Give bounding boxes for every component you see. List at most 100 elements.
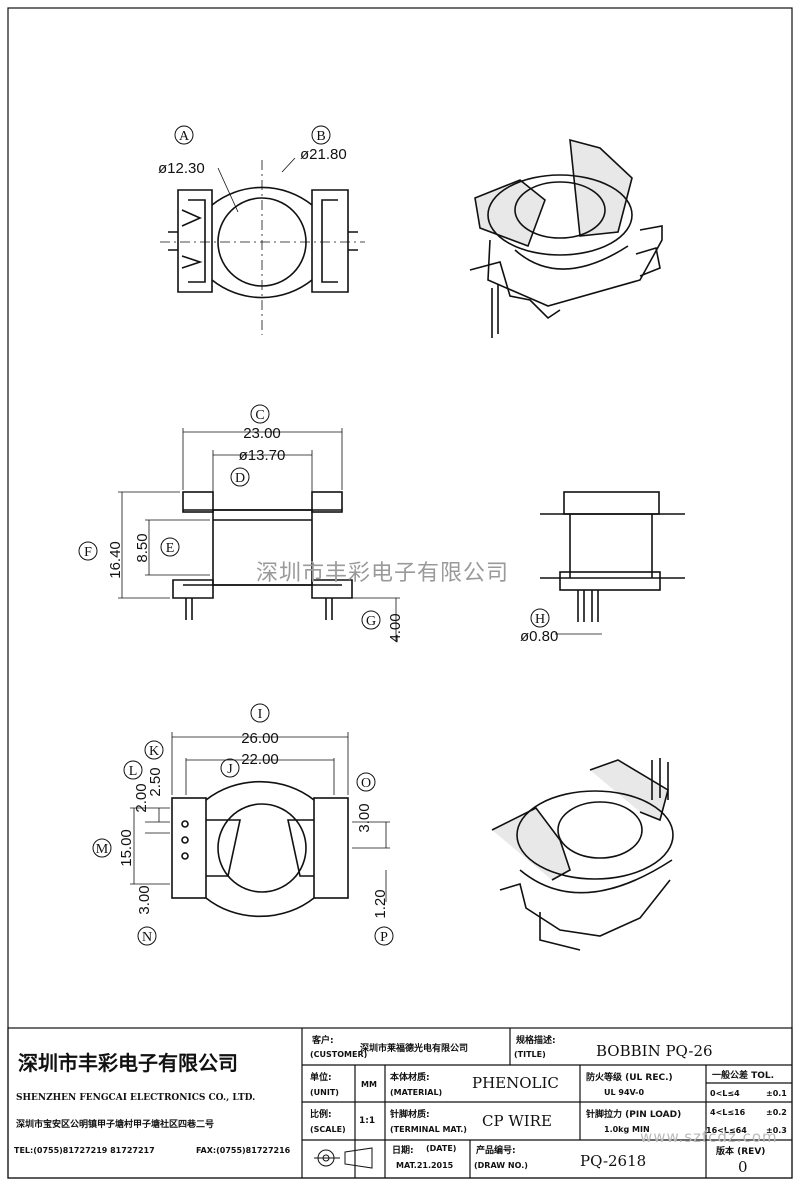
tol-value-2: ±0.3: [766, 1126, 787, 1135]
label-j: J: [220, 758, 240, 778]
tol-title: 一般公差 TOL.: [712, 1071, 775, 1081]
projection-symbol: [314, 1147, 373, 1169]
label-c: C: [250, 404, 270, 424]
drawno-label-en: (DRAW NO.): [474, 1161, 528, 1170]
side-view: [172, 491, 353, 620]
drawno-value: PQ-2618: [580, 1152, 647, 1170]
scale-label-en: (SCALE): [310, 1125, 346, 1134]
svg-text:E: E: [166, 541, 175, 556]
label-d: D: [230, 467, 250, 487]
label-m: M: [92, 838, 112, 858]
svg-text:O: O: [361, 776, 371, 791]
company-fax: FAX:(0755)81727216: [196, 1146, 291, 1155]
label-a: A: [174, 125, 194, 145]
date-value: MAT.21.2015: [396, 1161, 454, 1170]
tol-range-1: 4<L≤16: [710, 1108, 746, 1117]
svg-text:H: H: [535, 612, 545, 627]
dim-b: ø21.80: [300, 146, 347, 163]
label-i: I: [250, 703, 270, 723]
dim-a: ø12.30: [158, 160, 205, 177]
unit-label-en: (UNIT): [310, 1088, 339, 1097]
svg-text:C: C: [255, 408, 264, 423]
iso-view-top: [469, 138, 663, 338]
svg-text:N: N: [142, 930, 152, 945]
tol-range-2: 16<L≤64: [706, 1126, 747, 1135]
date-label-cn: 日期:: [392, 1146, 414, 1156]
unit-label-cn: 单位:: [310, 1073, 332, 1083]
terminal-label-en: (TERMINAL MAT.): [390, 1125, 467, 1134]
svg-text:F: F: [84, 545, 92, 560]
material-label-cn: 本体材质:: [390, 1073, 430, 1083]
company-address: 深圳市宝安区公明镇甲子塘村甲子塘社区四巷二号: [16, 1120, 215, 1130]
watermark: 深圳市丰彩电子有限公司: [256, 561, 509, 586]
terminal-value: CP WIRE: [482, 1112, 552, 1130]
svg-text:L: L: [129, 764, 138, 779]
material-label-en: (MATERIAL): [390, 1088, 443, 1097]
sheet-border: [7, 7, 793, 1179]
company-name-cn: 深圳市丰彩电子有限公司: [18, 1051, 238, 1075]
dim-p: 1.20: [372, 889, 389, 918]
side-view-right: [540, 491, 685, 622]
tol-value-1: ±0.2: [766, 1108, 787, 1117]
dim-o: 3.00: [356, 803, 373, 832]
label-g: G: [361, 610, 381, 630]
dim-n: 3.00: [136, 885, 153, 914]
title-label-en: (TITLE): [514, 1050, 546, 1059]
label-f: F: [78, 541, 98, 561]
date-label-en: (DATE): [426, 1144, 457, 1153]
label-n: N: [137, 926, 157, 946]
company-tel: TEL:(0755)81727219 81727217: [14, 1146, 155, 1155]
label-l: L: [123, 760, 143, 780]
dim-c: 23.00: [243, 425, 281, 442]
pin-load-value: 1.0kg MIN: [604, 1125, 650, 1134]
rev-value: 0: [738, 1158, 748, 1176]
svg-text:K: K: [149, 744, 159, 759]
drawno-label-cn: 产品编号:: [476, 1146, 516, 1156]
label-h: H: [530, 608, 550, 628]
bottom-view: [171, 780, 349, 918]
tol-value-0: ±0.1: [766, 1089, 787, 1098]
flame-value: UL 94V-0: [604, 1088, 645, 1097]
dim-j: 22.00: [241, 751, 279, 768]
dim-h: ø0.80: [520, 628, 558, 645]
dim-k: 2.50: [147, 767, 164, 796]
pin-load-label: 针脚拉力 (PIN LOAD): [586, 1110, 682, 1120]
scale-value: 1:1: [359, 1116, 376, 1126]
dim-l: 2.00: [133, 783, 150, 812]
flame-label: 防火等级 (UL REC.): [586, 1073, 673, 1083]
label-b: B: [311, 125, 331, 145]
dim-i: 26.00: [241, 730, 279, 747]
dim-e: 8.50: [134, 533, 151, 562]
company-name-en: SHENZHEN FENGCAI ELECTRONICS CO., LTD.: [16, 1093, 256, 1103]
label-k: K: [144, 740, 164, 760]
svg-text:J: J: [227, 762, 233, 777]
top-view: [168, 186, 358, 299]
material-value: PHENOLIC: [472, 1074, 559, 1092]
dim-m: 15.00: [118, 829, 135, 867]
svg-text:G: G: [366, 614, 376, 629]
svg-text:P: P: [380, 930, 388, 945]
terminal-label-cn: 针脚材质:: [390, 1110, 430, 1120]
customer-label-en: (CUSTOMER): [310, 1050, 368, 1059]
rev-label: 版本 (REV): [716, 1147, 766, 1157]
unit-value: MM: [361, 1080, 377, 1089]
label-e: E: [160, 537, 180, 557]
title-block-grid: [7, 1027, 793, 1179]
label-o: O: [356, 772, 376, 792]
site-watermark: www.szfcdz.com: [640, 1128, 778, 1146]
svg-text:D: D: [235, 471, 245, 486]
dim-f: 16.40: [107, 541, 124, 579]
customer-label-cn: 客户:: [312, 1036, 334, 1046]
svg-text:B: B: [316, 129, 325, 144]
title-label-cn: 规格描述:: [516, 1036, 556, 1046]
tol-range-0: 0<L≤4: [710, 1089, 740, 1098]
iso-view-bottom: [491, 758, 674, 951]
title-value: BOBBIN PQ-26: [596, 1042, 713, 1060]
dim-g: 4.00: [387, 613, 404, 642]
svg-text:A: A: [179, 129, 190, 144]
svg-text:M: M: [96, 842, 109, 857]
svg-text:I: I: [258, 707, 263, 722]
label-p: P: [374, 926, 394, 946]
dim-d: ø13.70: [239, 447, 286, 464]
